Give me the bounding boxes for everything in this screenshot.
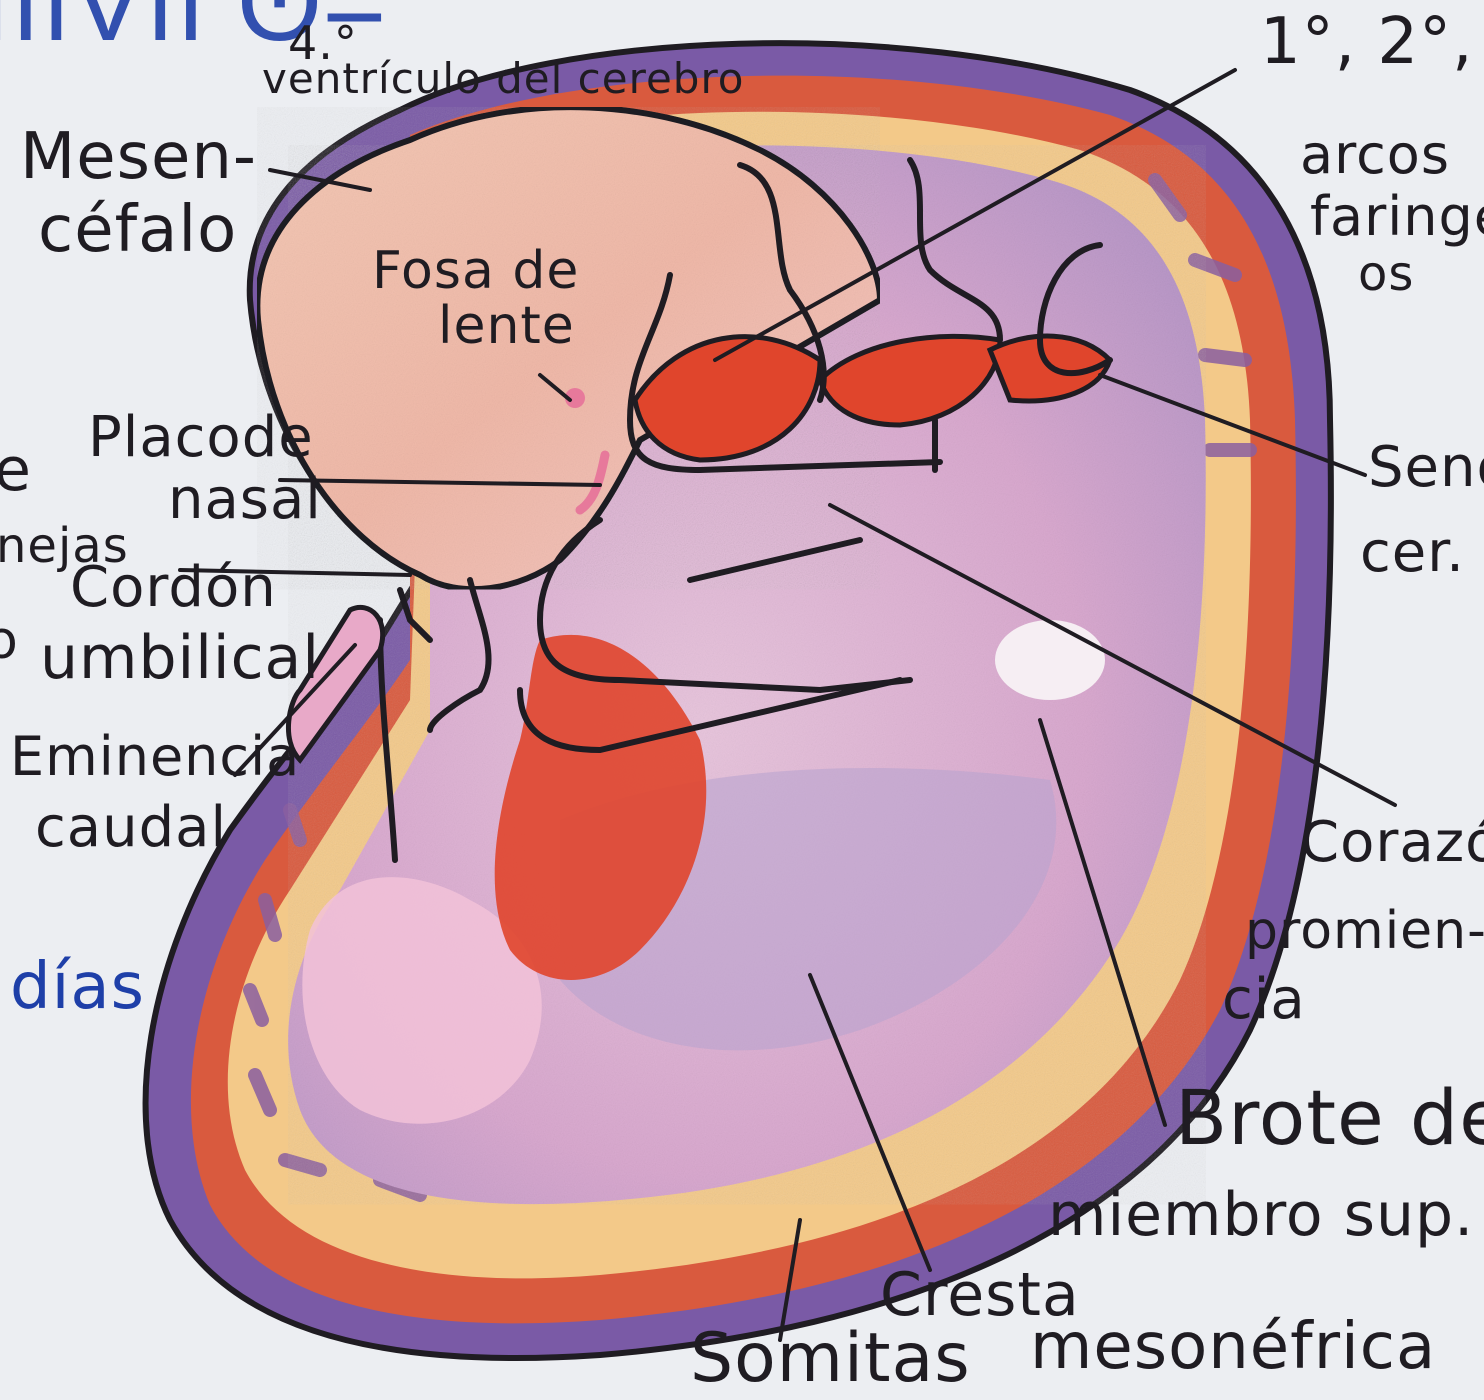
label-caudal-eminence-1: Eminencia [10, 730, 300, 784]
label-arches-num: 1°, 2°, 3° [1260, 10, 1484, 74]
label-umbilical-cord-1: Cordón [70, 560, 277, 616]
label-days: días [10, 955, 145, 1019]
label-arches-2: faringe [1310, 190, 1484, 244]
label-arches-1: arcos [1300, 128, 1450, 182]
label-arches-3: os [1358, 250, 1414, 298]
label-nasal-placode-2: nasal [168, 472, 322, 528]
label-heart-1: Corazón [1300, 815, 1484, 871]
label-mesonephric-ridge-2: mesonéfrica [1030, 1315, 1436, 1379]
label-heart-3: cia [1222, 972, 1306, 1028]
label-somites: Somitas [690, 1325, 971, 1393]
label-lens-pit-2: lente [438, 300, 575, 352]
label-umbilical-cord-2: umbilical [40, 628, 320, 688]
label-left-edge-1: e [0, 440, 32, 500]
label-mesencephalon-2: céfalo [38, 198, 237, 262]
label-4th-ventricle: ventrículo del cerebro [262, 58, 744, 100]
label-nasal-placode-1: Placode [88, 410, 314, 466]
upper-limb-bud [995, 620, 1105, 700]
label-cervical-sinus-1: Seno [1368, 440, 1484, 496]
label-heart-2: promien- [1245, 905, 1484, 957]
label-cervical-sinus-2: cer. [1360, 525, 1465, 581]
label-limb-bud-2: miembro sup. [1048, 1185, 1474, 1245]
label-caudal-eminence-2: caudal [35, 800, 227, 856]
label-limb-bud-1: Brote del [1175, 1080, 1484, 1156]
label-mesencephalon-1: Mesen- [20, 125, 257, 189]
label-left-edge-3: o [0, 615, 19, 667]
label-lens-pit-1: Fosa de [372, 245, 579, 297]
